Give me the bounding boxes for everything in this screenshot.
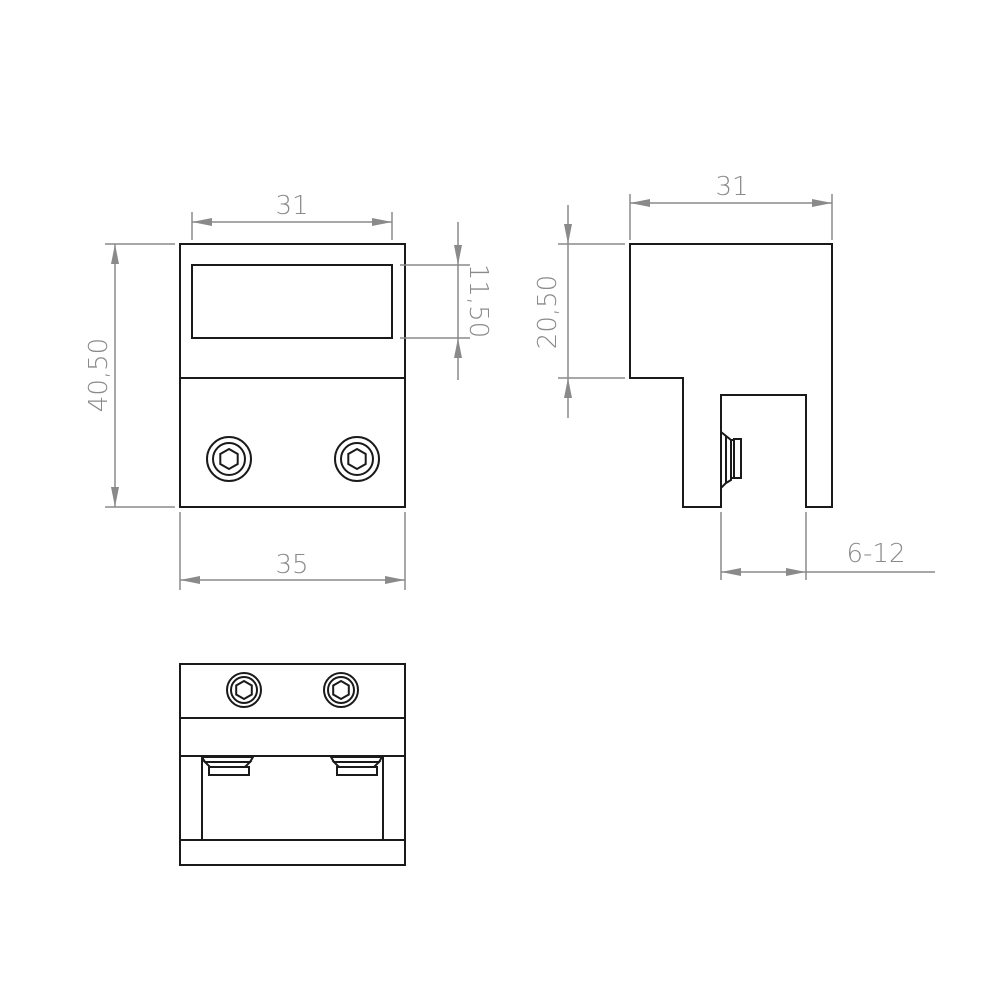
side-view <box>629 243 833 508</box>
dim-label: 31 <box>275 191 308 221</box>
front-slot <box>191 264 393 339</box>
dim-label: 40,50 <box>84 338 114 412</box>
front-dim-top: 31 <box>191 191 393 240</box>
set-screw-tip-icon <box>329 756 384 776</box>
side-body-outline <box>629 243 833 508</box>
dim-label: 20,50 <box>533 275 563 349</box>
bottom-view <box>179 663 406 866</box>
side-screw-icon <box>720 429 742 491</box>
hex-screw-icon <box>226 672 262 708</box>
dim-label: 11,50 <box>463 264 493 338</box>
front-dim-height: 40,50 <box>84 243 175 508</box>
dim-label: 31 <box>715 172 748 202</box>
hex-screw-icon <box>323 672 359 708</box>
hex-screw-icon <box>334 436 380 482</box>
dim-label: 6-12 <box>846 539 905 569</box>
front-body-outline <box>179 243 406 508</box>
hex-screw-icon <box>206 436 252 482</box>
side-dim-top: 31 <box>629 172 833 240</box>
front-dim-bottom: 35 <box>179 512 406 590</box>
front-dim-slot: 11,50 <box>400 222 493 380</box>
dim-label: 35 <box>275 550 308 580</box>
set-screw-tip-icon <box>200 756 255 776</box>
bottom-body-outline <box>179 663 406 866</box>
side-dim-glass: 6-12 <box>720 512 935 580</box>
front-view <box>179 243 406 508</box>
side-dim-upper-height: 20,50 <box>533 205 625 418</box>
